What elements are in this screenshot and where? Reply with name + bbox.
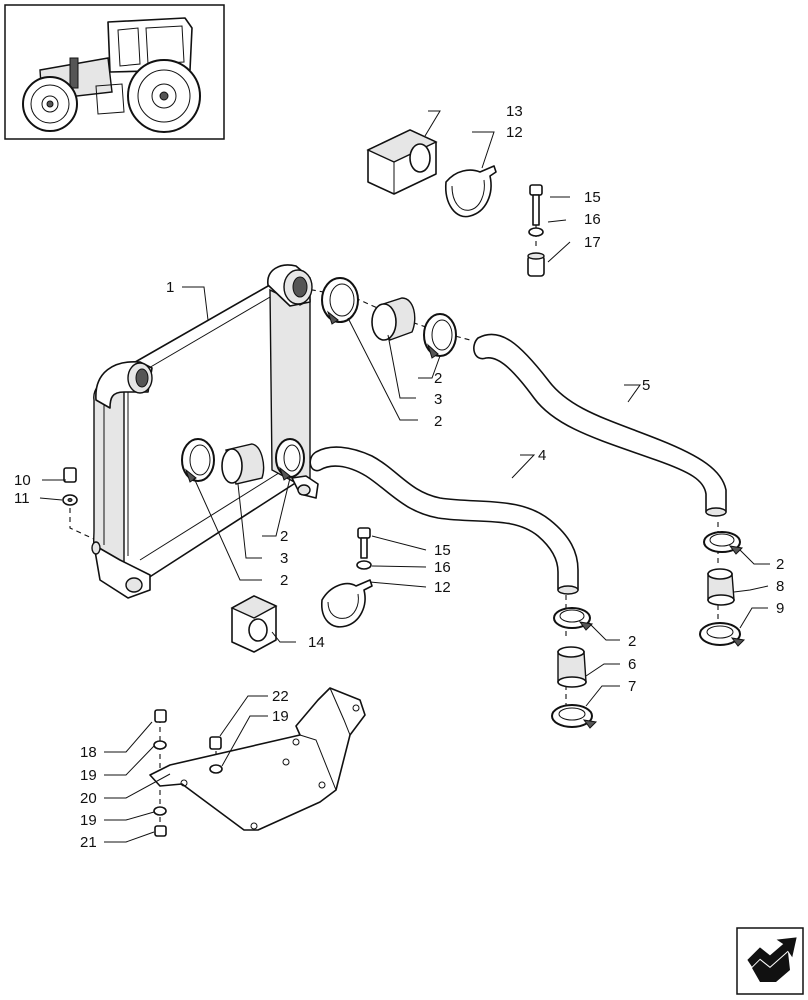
callout-2: 2 <box>434 413 442 430</box>
lower-clamp-2 <box>275 438 305 481</box>
mounting-plate-20 <box>149 687 366 831</box>
bolt-18 <box>154 709 167 723</box>
strap-clamp-lower <box>321 579 373 628</box>
washer-16-mid <box>356 560 372 570</box>
upper-sleeve <box>371 297 416 341</box>
spacer-17 <box>527 252 545 277</box>
callout-3: 3 <box>434 391 442 408</box>
callout-20: 20 <box>80 790 97 807</box>
callout-7: 7 <box>628 678 636 695</box>
callout-22: 22 <box>272 688 289 705</box>
tractor-thumbnail-icon <box>4 4 225 140</box>
upper-hose <box>473 333 727 517</box>
callout-21: 21 <box>80 834 97 851</box>
callout-16: 16 <box>584 211 601 228</box>
lower-hose <box>309 446 579 595</box>
callout-2: 2 <box>434 370 442 387</box>
intercooler <box>91 264 319 599</box>
bolt-15-top <box>529 184 543 226</box>
callout-12: 12 <box>506 124 523 141</box>
callout-10: 10 <box>14 472 31 489</box>
mid-clamp-2 <box>553 607 594 631</box>
callout-18: 18 <box>80 744 97 761</box>
leader-lines <box>39 110 770 843</box>
callout-labels: 1 2 2 2 2 2 2 3 3 4 5 6 7 8 9 10 11 12 1… <box>14 103 784 851</box>
callout-14: 14 <box>308 634 325 651</box>
callout-3: 3 <box>280 550 288 567</box>
callout-2: 2 <box>628 633 636 650</box>
callout-4: 4 <box>538 447 546 464</box>
mid-clamp-7 <box>551 704 598 729</box>
lower-sleeve <box>221 443 265 485</box>
callout-2: 2 <box>280 528 288 545</box>
right-sleeve-8 <box>707 568 735 606</box>
callout-2: 2 <box>776 556 784 573</box>
next-page-arrow-icon[interactable] <box>736 927 804 995</box>
bolt-15-mid <box>357 527 371 559</box>
nut-21 <box>154 825 167 837</box>
callout-5: 5 <box>642 377 650 394</box>
callout-13: 13 <box>506 103 523 120</box>
strap-clamp-upper <box>445 165 497 218</box>
callout-19: 19 <box>80 812 97 829</box>
callout-15: 15 <box>584 189 601 206</box>
callout-6: 6 <box>628 656 636 673</box>
bolt-10 <box>63 467 77 483</box>
washer-19-right <box>209 764 223 774</box>
callout-1: 1 <box>166 279 174 296</box>
bracket-block-14 <box>230 595 278 653</box>
right-clamp-2 <box>703 531 744 555</box>
callout-16: 16 <box>434 559 451 576</box>
lower-clamp-1 <box>181 438 215 483</box>
washer-11 <box>62 494 78 506</box>
callout-11: 11 <box>14 490 30 507</box>
callout-2: 2 <box>280 572 288 589</box>
callout-12: 12 <box>434 579 451 596</box>
washer-19-upper <box>153 740 167 750</box>
washer-16-top <box>528 227 544 237</box>
bracket-block-13 <box>366 129 438 195</box>
upper-clamp-1 <box>321 277 359 325</box>
callout-19: 19 <box>272 708 289 725</box>
mid-sleeve-6 <box>557 646 587 688</box>
callout-15: 15 <box>434 542 451 559</box>
callout-19: 19 <box>80 767 97 784</box>
callout-9: 9 <box>776 600 784 617</box>
callout-8: 8 <box>776 578 784 595</box>
washer-19-lower <box>153 806 167 816</box>
bolt-22 <box>209 736 222 750</box>
right-clamp-9 <box>699 622 746 647</box>
callout-17: 17 <box>584 234 601 251</box>
upper-clamp-2 <box>423 313 457 359</box>
